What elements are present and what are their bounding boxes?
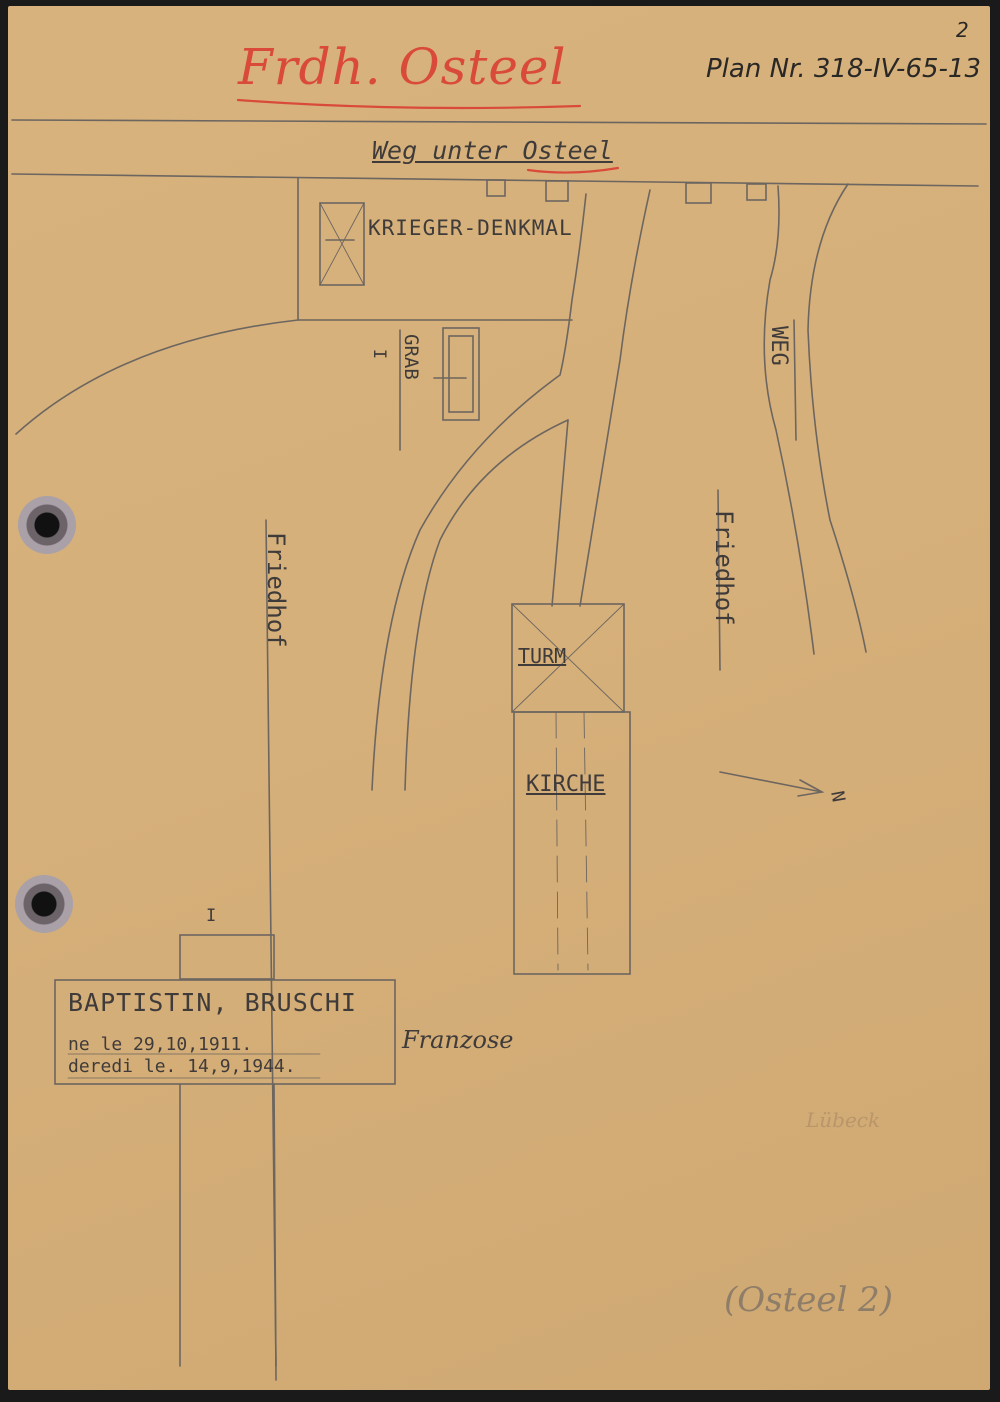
tower-diagonal-2 — [511, 603, 625, 713]
north-arrow-shaft — [719, 771, 823, 793]
tower-label: TURM — [518, 644, 567, 668]
gate-post-3 — [685, 182, 712, 204]
cemetery-label-right: Friedhof — [710, 510, 738, 626]
church-path-right — [579, 189, 651, 607]
main-path-left-edge — [371, 193, 587, 791]
grave-card-name: BAPTISTIN, BRUSCHI — [68, 988, 357, 1017]
nationality-label: Franzose — [402, 1026, 514, 1054]
grave-card-born: ne le 29,10,1911. — [68, 1034, 253, 1055]
church-label: KIRCHE — [526, 772, 606, 797]
gate-post-1 — [486, 179, 506, 197]
boundary-arc — [15, 319, 299, 435]
grave-marker-label: I — [369, 348, 390, 360]
war-memorial-label: KRIEGER-DENKMAL — [368, 216, 573, 240]
punch-hole-top — [18, 496, 76, 554]
road-underline — [526, 166, 620, 174]
road-label: Weg unter Osteel — [372, 136, 613, 165]
cemetery-title: Frdh. Osteel — [238, 38, 567, 96]
friedhof-right-line — [717, 489, 721, 671]
grave-cross-top — [179, 934, 275, 980]
grave-plot — [442, 327, 480, 421]
north-arrow-head — [797, 779, 825, 797]
nave-aisle-1 — [555, 711, 559, 971]
church-path-left — [551, 419, 569, 607]
page-number: 2 — [956, 18, 969, 42]
weg-line — [793, 319, 797, 441]
punch-hole-bottom — [15, 875, 73, 933]
grave-card-marker: I — [206, 906, 217, 926]
cemetery-label-left: Friedhof — [262, 532, 290, 648]
memorial-monument — [319, 202, 365, 286]
church-nave — [513, 711, 631, 975]
grave-label: GRAB — [400, 334, 422, 380]
header-divider — [11, 119, 987, 125]
gate-post-2 — [545, 180, 569, 202]
title-underline — [236, 98, 582, 110]
nave-aisle-2 — [583, 711, 589, 971]
memorial-diagonal-2 — [319, 202, 365, 286]
grave-card-died: deredi le. 14,9,1944. — [68, 1056, 296, 1077]
pencil-annotation: (Osteel 2) — [724, 1280, 894, 1320]
plan-number: Plan Nr. 318-IV-65-13 — [706, 54, 981, 84]
gate-post-4 — [746, 183, 767, 201]
side-path-right — [807, 183, 867, 653]
main-path-right-edge — [404, 419, 569, 791]
grave-cross-post-right — [273, 1083, 277, 1381]
path-label-right: WEG — [766, 326, 791, 366]
grave-card-box — [54, 979, 396, 1085]
faint-signature: Lübeck — [806, 1108, 881, 1132]
grave-plot-inner — [448, 335, 474, 413]
side-path-left — [763, 185, 815, 655]
paper-sheet — [8, 6, 990, 1390]
